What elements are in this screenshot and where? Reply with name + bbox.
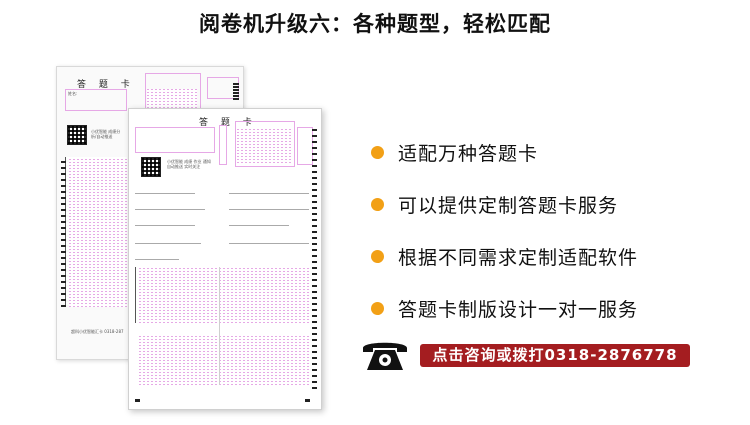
- timing-marks-right: [312, 129, 317, 389]
- qr-code-icon: [67, 125, 87, 145]
- student-info-box: [135, 127, 215, 153]
- bullet-dot-icon: [371, 301, 384, 315]
- fill-line: [135, 209, 205, 210]
- fill-line: [229, 243, 309, 244]
- absent-box: [207, 77, 239, 99]
- name-box: [65, 89, 127, 111]
- bullet-dot-icon: [371, 145, 384, 159]
- type-box: [219, 125, 227, 165]
- sheet-back-title: 答 题 卡: [77, 80, 135, 90]
- fill-line: [229, 193, 309, 194]
- exam-number-grid: [235, 121, 295, 167]
- contact-button[interactable]: 点击咨询或拨打0318-2876778: [420, 344, 690, 367]
- fill-line: [135, 225, 195, 226]
- timing-marks-left: [61, 157, 66, 307]
- column-divider: [219, 267, 220, 385]
- fill-line: [229, 209, 309, 210]
- feature-item: 答题卡制版设计一对一服务: [371, 282, 638, 334]
- timing-marks-top: [233, 83, 239, 100]
- bullet-dot-icon: [371, 249, 384, 263]
- choice-bubbles: [139, 335, 309, 385]
- feature-item: 根据不同需求定制适配软件: [371, 230, 638, 282]
- corner-mark: [305, 399, 310, 402]
- absent-box: [297, 127, 313, 165]
- feature-text: 适配万种答题卡: [398, 142, 539, 165]
- fill-line: [135, 243, 201, 244]
- sheet-front-title: 答 题 卡: [199, 118, 257, 128]
- answer-sheet-front: 答 题 卡 小优智能 成绩 作业 通知 自动推送 实时关注: [128, 108, 322, 410]
- qr-code-icon: [141, 157, 161, 177]
- corner-mark: [135, 399, 140, 402]
- fill-line: [135, 193, 195, 194]
- exam-number-bubbles: [237, 129, 291, 163]
- feature-list: 适配万种答题卡 可以提供定制答题卡服务 根据不同需求定制适配软件 答题卡制版设计…: [371, 126, 638, 334]
- bullet-dot-icon: [371, 197, 384, 211]
- sheet-back-footer: 超科小优智能汇卡 0318-287: [71, 329, 124, 334]
- feature-text: 答题卡制版设计一对一服务: [398, 298, 639, 321]
- answer-sheet-images: 答 题 卡 姓名: 小优智能 成绩分析/自动推送 超科小优智能汇卡 0318-2…: [52, 64, 322, 410]
- feature-text: 根据不同需求定制适配软件: [398, 246, 639, 269]
- feature-text: 可以提供定制答题卡服务: [398, 194, 619, 217]
- qr-caption: 小优智能 成绩 作业 通知 自动推送 实时关注: [167, 159, 211, 169]
- exam-number-bubbles: [147, 89, 197, 111]
- telephone-icon: [363, 342, 407, 370]
- feature-item: 适配万种答题卡: [371, 126, 638, 178]
- choice-bubbles: [69, 157, 127, 307]
- choice-bubbles: [139, 267, 309, 323]
- name-label: 姓名:: [68, 91, 78, 96]
- fill-line: [135, 259, 179, 260]
- fill-line: [229, 225, 289, 226]
- feature-item: 可以提供定制答题卡服务: [371, 178, 638, 230]
- qr-caption: 小优智能 成绩分析/自动推送: [91, 129, 121, 139]
- page-title: 阅卷机升级六：各种题型，轻松匹配: [199, 12, 551, 36]
